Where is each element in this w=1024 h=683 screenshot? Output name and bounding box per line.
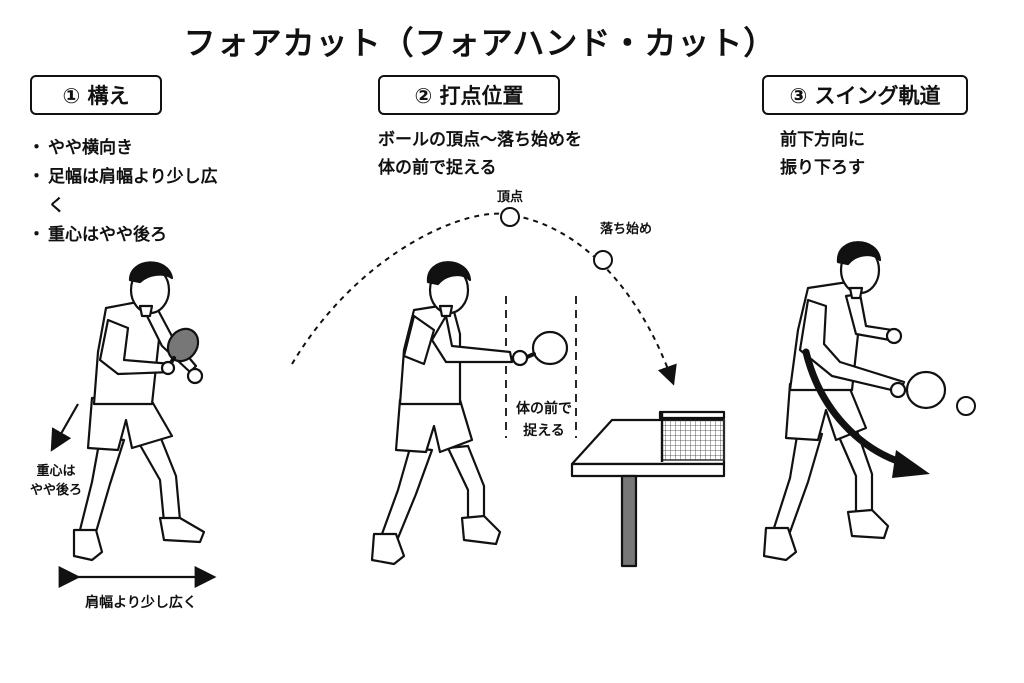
- player-stance-figure: [74, 262, 204, 560]
- player-swing-figure: [764, 242, 945, 560]
- ping-pong-table: [572, 412, 724, 566]
- apex-ball: [501, 208, 519, 226]
- swing-ball: [957, 397, 975, 415]
- weight-back-arrow: [54, 404, 78, 446]
- swing-arrow-head: [892, 450, 930, 478]
- player-contact-figure: [372, 262, 567, 564]
- falling-ball: [594, 251, 612, 269]
